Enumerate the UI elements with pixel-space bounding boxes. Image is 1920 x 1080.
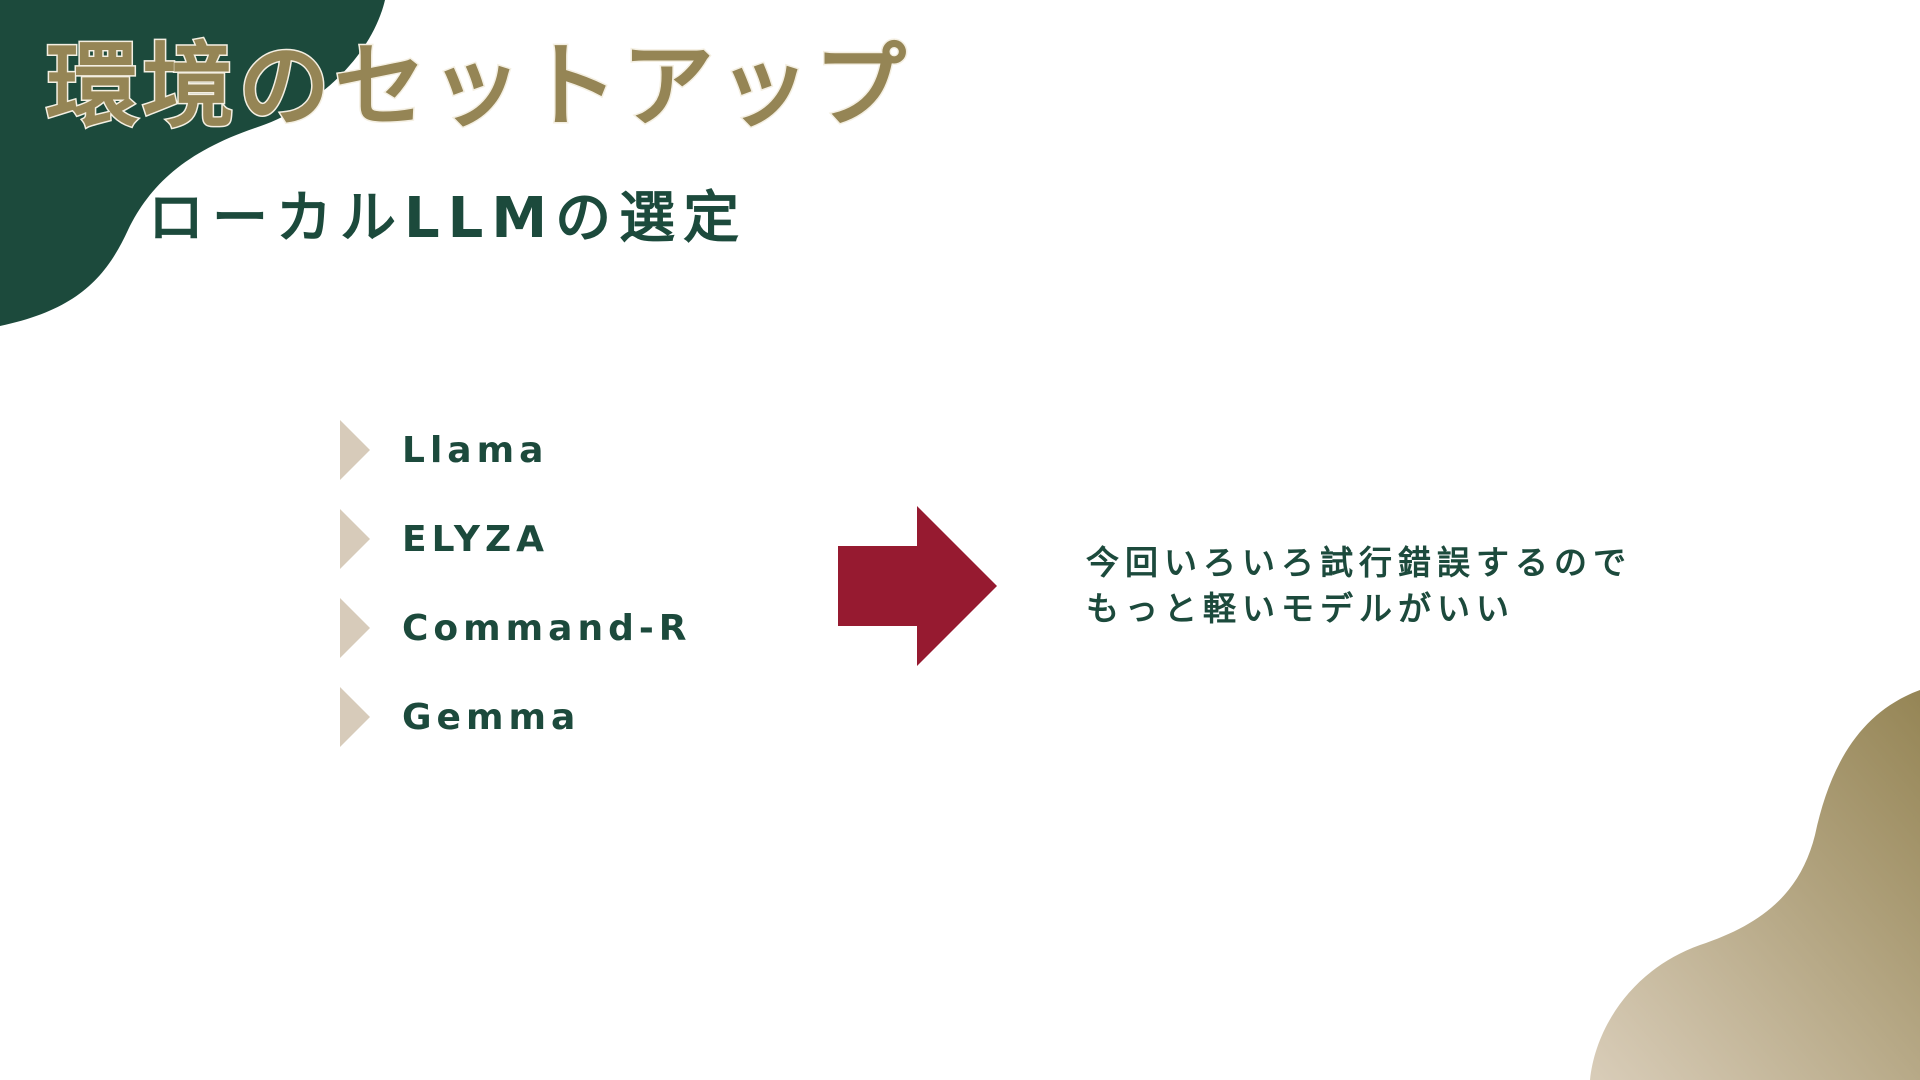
list-item-elyza: ELYZA xyxy=(340,509,692,569)
triangle-bullet-icon xyxy=(340,598,370,658)
model-list: Llama ELYZA Command-R Gemma xyxy=(340,420,692,776)
list-item-command-r: Command-R xyxy=(340,598,692,658)
slide-title: 環境のセットアップ xyxy=(44,33,911,140)
triangle-bullet-icon xyxy=(340,420,370,480)
slide-subtitle: ローカルLLMの選定 xyxy=(148,186,748,251)
note-line-2: もっと軽いモデルがいい xyxy=(1086,589,1515,628)
triangle-bullet-icon xyxy=(340,687,370,747)
note-line-1: 今回いろいろ試行錯誤するので xyxy=(1086,543,1632,582)
model-label: Command-R xyxy=(402,607,692,649)
note-text: 今回いろいろ試行錯誤するので もっと軽いモデルがいい xyxy=(1086,540,1786,632)
model-label: Llama xyxy=(402,429,549,471)
model-label: ELYZA xyxy=(402,518,549,560)
right-arrow-icon xyxy=(838,506,997,666)
model-label: Gemma xyxy=(402,696,581,738)
list-item-gemma: Gemma xyxy=(340,687,692,747)
list-item-llama: Llama xyxy=(340,420,692,480)
triangle-bullet-icon xyxy=(340,509,370,569)
